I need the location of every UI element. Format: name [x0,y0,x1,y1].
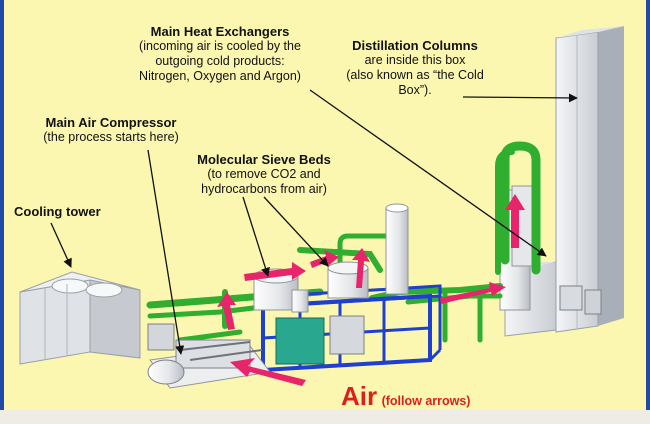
molecular-sieve-label: Molecular Sieve Beds (to remove CO2 and … [178,152,350,197]
main-air-compressor-title: Main Air Compressor [45,115,177,130]
molecular-sieve-title: Molecular Sieve Beds [197,152,331,167]
heat-exchangers-line3: Nitrogen, Oxygen and Argon) [139,68,301,83]
bottom-strip [0,410,650,424]
right-border [646,0,650,424]
left-border [0,0,4,424]
distillation-columns-label: Distillation Columns are inside this box… [332,38,498,98]
leader-arrows [50,89,578,355]
heat-exchangers-line1: (incoming air is cooled by the [139,39,301,54]
cooling-tower-title: Cooling tower [14,204,101,219]
molecular-sieve-line1: (to remove CO2 and [207,167,321,182]
cooling-tower [19,271,141,365]
cold-box [555,26,624,333]
cooling-tower-label: Cooling tower [14,204,124,219]
distillation-columns-title: Distillation Columns [352,38,478,53]
distillation-columns-line2: (also known as “the Cold [346,68,484,83]
molecular-sieve-line2: hydrocarbons from air) [201,182,327,197]
heat-exchangers-line2: outgoing cold products: [155,54,285,69]
distillation-columns-line1: are inside this box [364,53,466,68]
heat-exchangers-title: Main Heat Exchangers [150,24,290,39]
main-air-compressor-label: Main Air Compressor (the process starts … [20,115,202,145]
air-label-main: Air [341,381,378,411]
flow-arrows [217,194,525,386]
main-air-compressor-line1: (the process starts here) [43,130,179,145]
main-air-compressor [147,323,271,389]
distillation-columns-line3: Box”). [398,82,432,97]
air-label-note: (follow arrows) [381,394,471,408]
heat-exchangers-label: Main Heat Exchangers (incoming air is co… [110,24,330,84]
air-flow-label: Air (follow arrows) [341,381,470,412]
